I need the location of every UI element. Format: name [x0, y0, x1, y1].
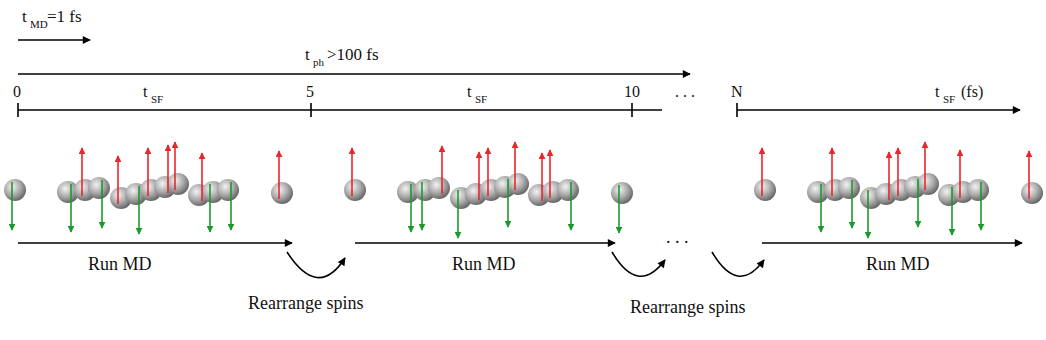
spin-chain	[4, 142, 293, 234]
spin-down-arrow	[11, 182, 13, 230]
spin-down-arrow	[209, 184, 211, 232]
curved-arrow	[712, 252, 764, 276]
atom	[428, 177, 450, 199]
curved-arrow	[612, 252, 665, 276]
atom	[167, 173, 189, 195]
spin-up-arrow	[167, 145, 169, 193]
spin-up-arrow	[888, 152, 890, 200]
axis-tick	[17, 103, 19, 117]
spin-up-arrow	[487, 148, 489, 196]
subscript: SF	[151, 94, 163, 105]
atom	[1021, 182, 1043, 204]
axis-tick	[310, 103, 312, 117]
subscript: ph	[313, 57, 324, 68]
spin-up-arrow	[541, 153, 543, 201]
atom	[507, 173, 529, 195]
spin-chain	[754, 142, 1043, 238]
symbol-letter: t	[467, 84, 471, 100]
atom	[344, 179, 366, 201]
spin-up-arrow	[959, 150, 961, 198]
spin-down-arrow	[917, 179, 919, 227]
ellipsis: . . .	[666, 228, 689, 246]
spin-up-arrow	[147, 148, 149, 196]
ellipsis: . . .	[675, 84, 695, 100]
spin-down-arrow	[851, 180, 853, 228]
tick-label: 0	[13, 84, 21, 100]
step-label: Rearrange spins	[630, 298, 745, 316]
spin-down-arrow	[570, 182, 572, 230]
spin-down-arrow	[618, 185, 620, 233]
subscript: MD	[30, 19, 48, 30]
spin-down-arrow	[457, 190, 459, 238]
spin-down-arrow	[867, 190, 869, 238]
spin-down-arrow	[410, 184, 412, 232]
symbol-letter: t	[143, 84, 147, 100]
atom	[838, 177, 860, 199]
atom	[967, 179, 989, 201]
spin-up-arrow	[761, 148, 763, 196]
spin-up-arrow	[514, 142, 516, 190]
spin-down-arrow	[70, 184, 72, 232]
curved-arrow	[287, 252, 345, 278]
spin-up-arrow	[117, 156, 119, 204]
atom	[557, 179, 579, 201]
spin-up-arrow	[831, 148, 833, 196]
step-label: Run MD	[866, 255, 930, 273]
time-value: >100 fs	[327, 46, 379, 63]
atom	[917, 173, 939, 195]
atom	[88, 177, 110, 199]
symbol-letter: t	[305, 46, 310, 63]
spin-down-arrow	[507, 179, 509, 227]
atom	[271, 182, 293, 204]
time-arrow	[18, 73, 690, 75]
atom	[217, 179, 239, 201]
spin-down-arrow	[421, 182, 423, 230]
spin-up-arrow	[81, 148, 83, 196]
step-label: Run MD	[88, 255, 152, 273]
axis-tick	[631, 103, 633, 117]
subscript: SF	[943, 94, 955, 105]
time-value: =1 fs	[47, 8, 82, 25]
flow-arrow	[355, 242, 615, 244]
axis-line	[18, 109, 662, 111]
spin-up-arrow	[549, 150, 551, 198]
axis-tick	[736, 103, 738, 117]
spin-chain	[344, 142, 633, 238]
spin-down-arrow	[951, 187, 953, 235]
spin-down-arrow	[230, 182, 232, 230]
spin-up-arrow	[478, 152, 480, 200]
flow-arrow	[18, 242, 292, 244]
step-label: Run MD	[452, 255, 516, 273]
tick-label: 10	[624, 84, 640, 100]
step-label: Rearrange spins	[248, 294, 363, 312]
spin-up-arrow	[351, 148, 353, 196]
spin-up-arrow	[174, 142, 176, 190]
tick-label: N	[731, 84, 743, 100]
axis-line	[737, 109, 1020, 111]
time-arrow	[18, 39, 90, 41]
spin-down-arrow	[980, 182, 982, 230]
symbol-letter: t	[22, 8, 27, 25]
flow-arrow	[762, 242, 1022, 244]
symbol-letter: t	[935, 84, 939, 100]
spin-up-arrow	[441, 146, 443, 194]
spin-up-arrow	[1028, 151, 1030, 199]
atom	[611, 182, 633, 204]
subscript: SF	[475, 94, 487, 105]
spin-up-arrow	[201, 153, 203, 201]
spin-up-arrow	[924, 142, 926, 190]
spin-down-arrow	[101, 180, 103, 228]
atom	[754, 179, 776, 201]
atom	[4, 179, 26, 201]
spin-down-arrow	[820, 184, 822, 232]
tick-label: 5	[306, 84, 314, 100]
spin-up-arrow	[897, 148, 899, 196]
axis-unit: (fs)	[961, 84, 983, 100]
spin-up-arrow	[278, 151, 280, 199]
spin-down-arrow	[138, 186, 140, 234]
